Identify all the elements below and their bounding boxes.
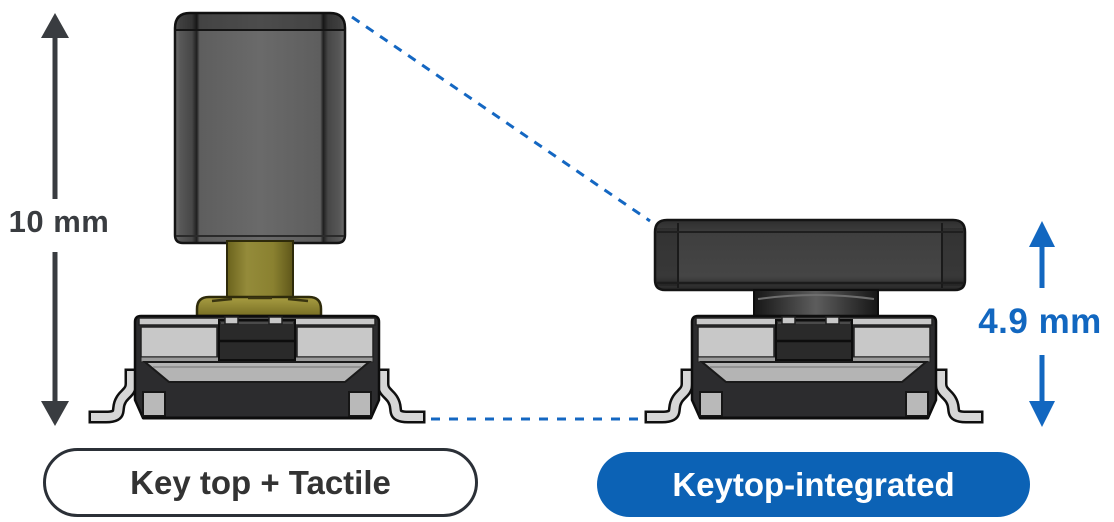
caption-key-top-tactile: Key top + Tactile xyxy=(43,448,478,517)
right-switch-base xyxy=(690,314,938,420)
left-switch-lead-right xyxy=(383,375,419,417)
dimension-arrow-left-icon xyxy=(41,13,69,426)
right-switch-stem xyxy=(753,289,879,318)
left-switch-lead-left xyxy=(95,375,131,417)
dimension-arrow-right-icon xyxy=(1029,221,1055,427)
right-switch-lead-right xyxy=(941,375,977,417)
left-switch-keytop xyxy=(173,11,347,245)
left-switch-base xyxy=(133,314,381,420)
caption-keytop-integrated: Keytop-integrated xyxy=(597,452,1030,517)
left-dimension-label: 10 mm xyxy=(8,204,110,239)
leader-line-top-icon xyxy=(351,15,651,223)
right-switch xyxy=(651,218,977,420)
left-switch-stem xyxy=(195,240,323,318)
left-switch xyxy=(95,11,419,420)
left-switch-flange xyxy=(195,295,323,318)
right-dimension-label: 4.9 mm xyxy=(978,302,1102,341)
right-switch-keytop xyxy=(653,218,967,292)
right-switch-lead-left xyxy=(651,375,687,417)
